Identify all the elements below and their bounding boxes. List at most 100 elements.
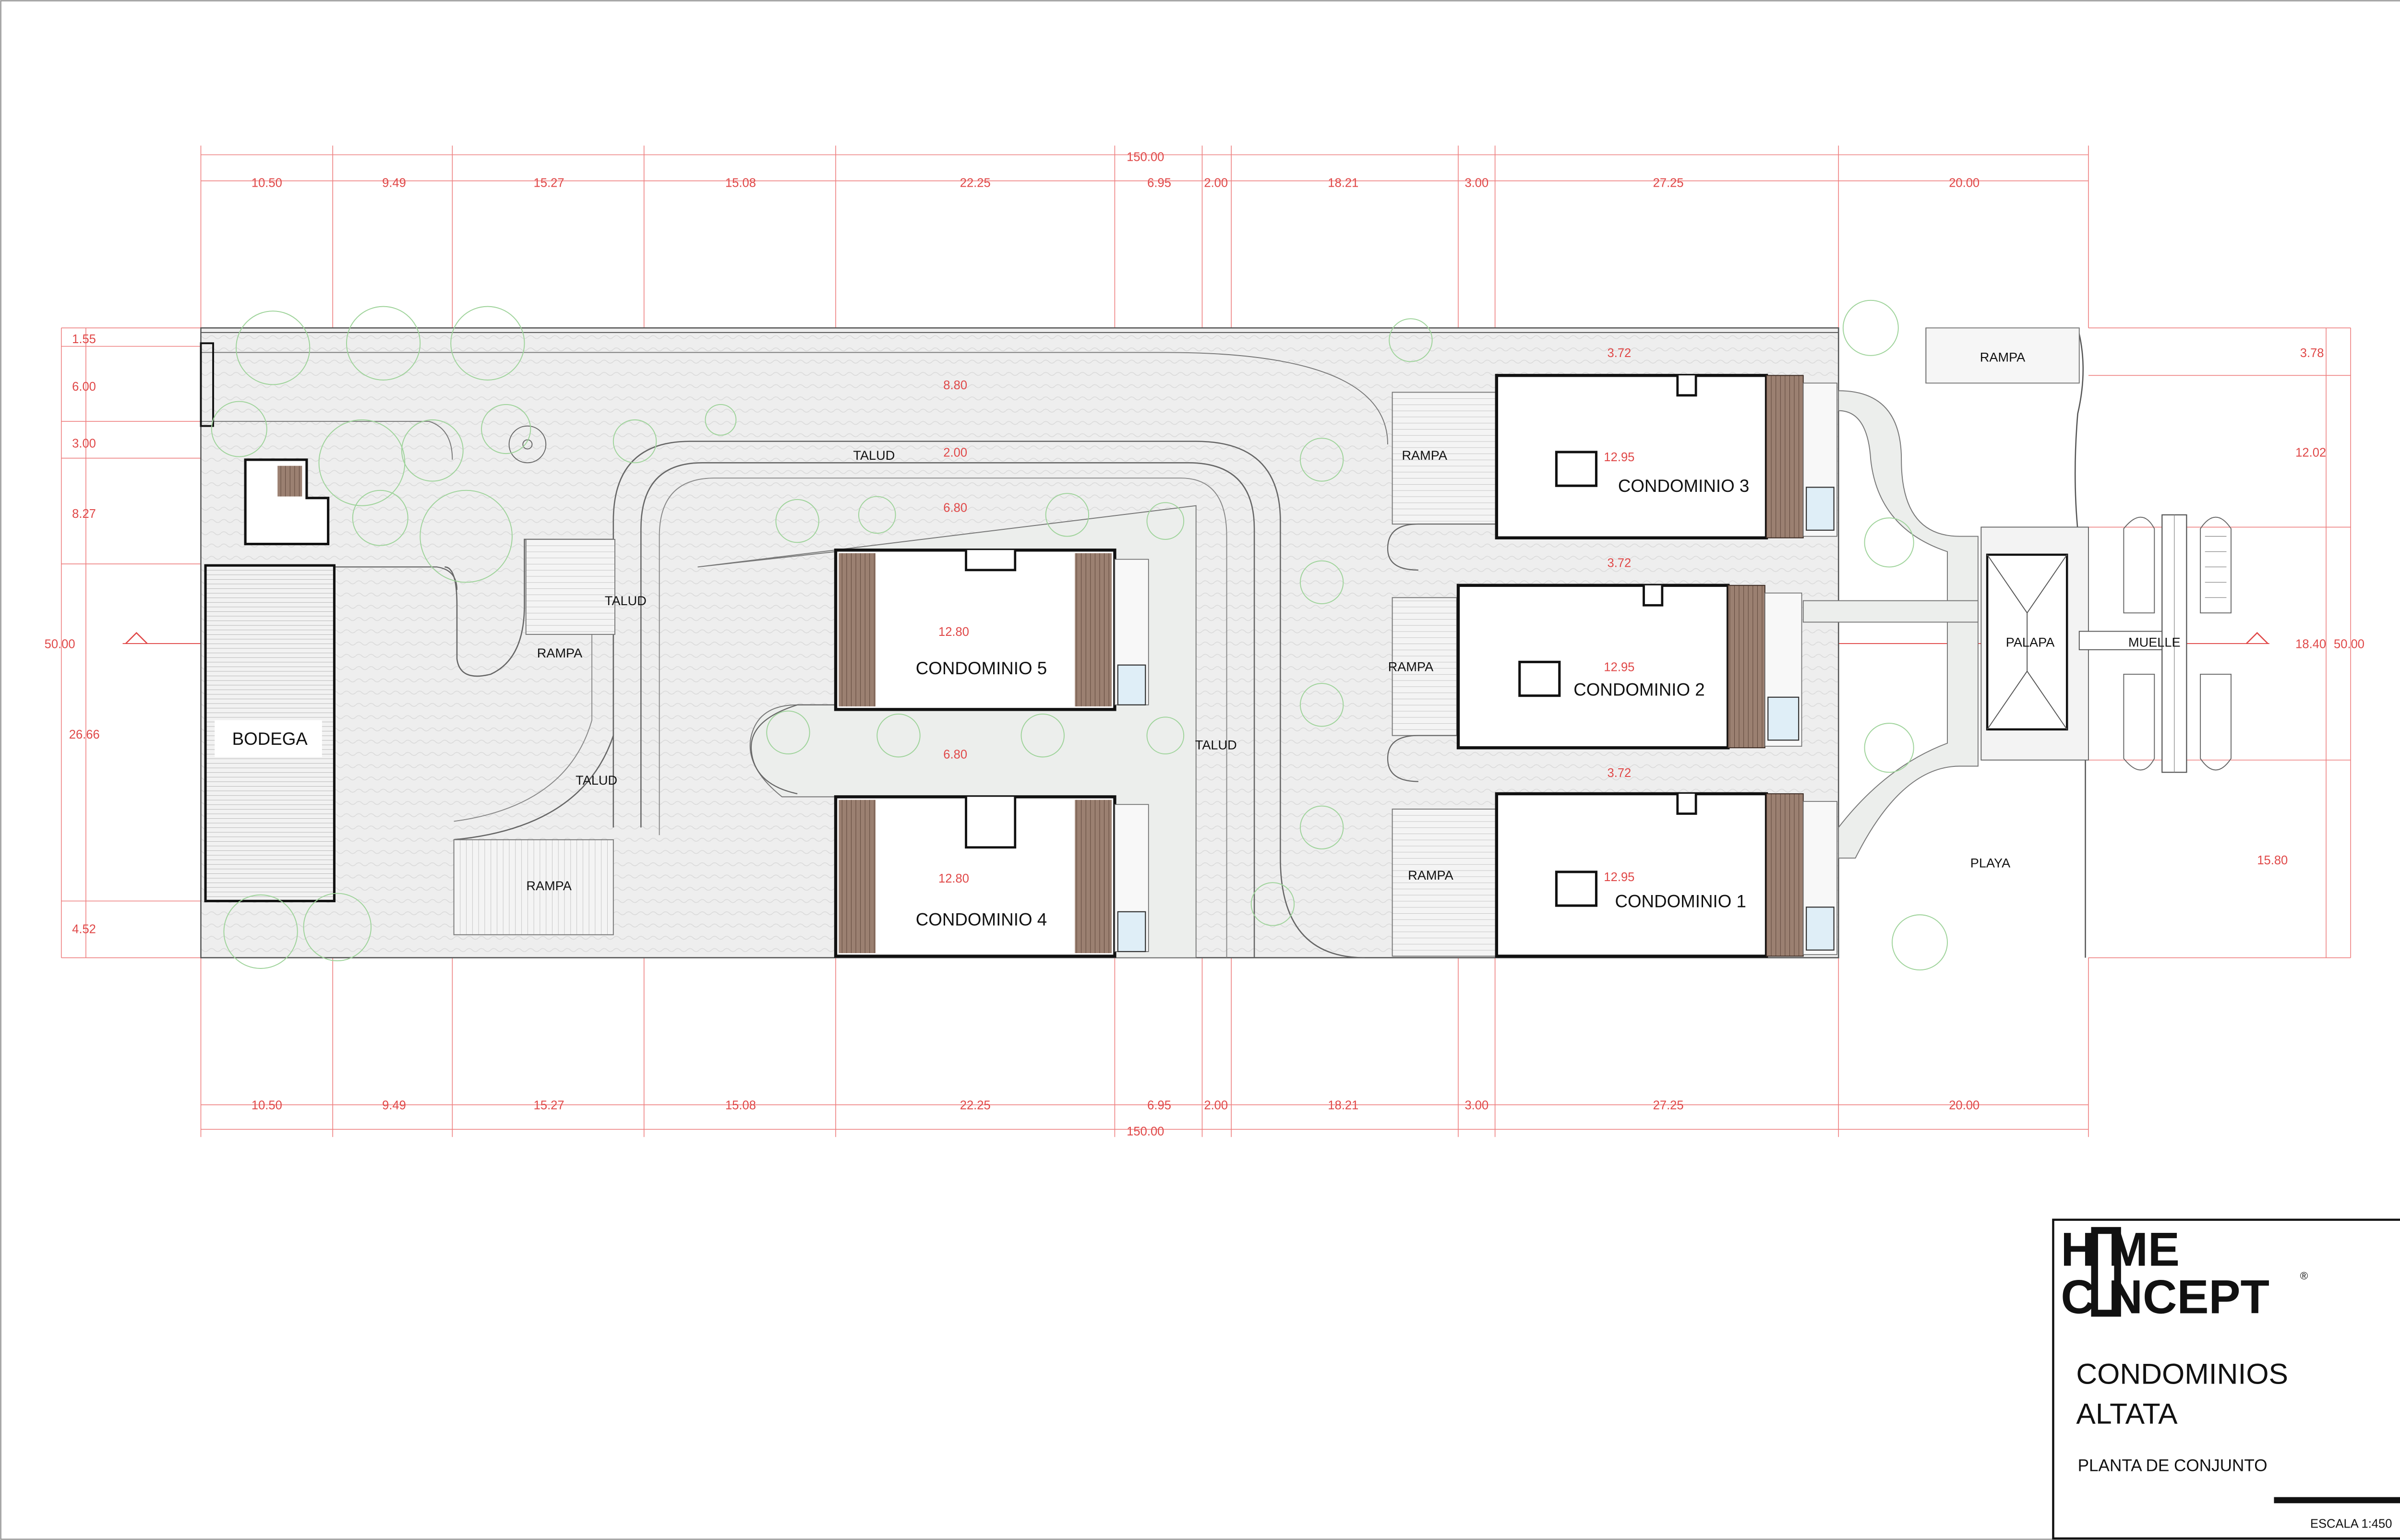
muelle (2078, 514, 2232, 773)
dim-bottom: 20.00 (1949, 1099, 1980, 1112)
tree-icon (1250, 882, 1295, 926)
scale-bar (2274, 1497, 2400, 1504)
registered-mark: ® (2300, 1270, 2308, 1282)
dim-left: 4.52 (72, 923, 96, 936)
tree-icon (858, 496, 896, 534)
rampa-label: RAMPA (1408, 868, 1453, 883)
tree-icon (766, 710, 810, 754)
dim-inner: 2.00 (943, 446, 967, 460)
palapa (1980, 526, 2089, 761)
dim-top: 3.00 (1464, 177, 1488, 190)
scale-label: ESCALA 1:450 (2310, 1517, 2392, 1530)
dim-top: 6.95 (1147, 177, 1171, 190)
tree-icon (1045, 493, 1090, 537)
dim-right: 50.00 (2334, 638, 2364, 651)
tree-icon (1020, 713, 1065, 758)
condo1-label: CONDOMINIO 1 (1615, 891, 1746, 911)
dim-right: 15.80 (2257, 854, 2288, 867)
dim-bottom: 3.00 (1464, 1099, 1488, 1112)
west-gate (200, 342, 214, 427)
tree-icon (1299, 560, 1344, 605)
dim-left: 50.00 (45, 638, 75, 651)
rampa-right-3 (1392, 808, 1497, 957)
dim-top: 22.25 (960, 177, 991, 190)
title-block: H ME C NCEPT ® CONDOMINIOS ALTATA PLANTA… (2052, 1218, 2400, 1540)
tree-icon (1299, 805, 1344, 849)
dim-bottom: 15.08 (725, 1099, 756, 1112)
talud-label: TALUD (576, 773, 617, 788)
dim-right: 12.02 (2295, 446, 2326, 460)
rampa-label: RAMPA (537, 645, 583, 660)
axis-marker-right (2246, 632, 2268, 644)
palapa-label: PALAPA (2006, 634, 2055, 649)
rampa-label: RAMPA (526, 878, 572, 893)
tree-icon (1146, 502, 1185, 540)
dim-top: 15.27 (534, 177, 564, 190)
axis-marker-left (125, 632, 148, 644)
logo-o-mark (2091, 1227, 2121, 1317)
rampa-right-2 (1392, 597, 1457, 736)
dim-top: 2.00 (1204, 177, 1228, 190)
condo4-dim: 12.80 (938, 872, 969, 885)
tree-icon (211, 401, 267, 457)
bodega: BODEGA (204, 564, 336, 903)
vegetation (211, 299, 1948, 971)
dim-top: 15.08 (725, 177, 756, 190)
tree-icon (420, 489, 513, 583)
condo2-dim: 12.95 (1604, 661, 1634, 674)
rampa-right-1 (1392, 392, 1497, 525)
dim-inner: 3.72 (1608, 556, 1632, 570)
tree-icon (612, 419, 657, 464)
dim-inner: 8.80 (943, 379, 967, 392)
tree-icon (450, 306, 525, 381)
dim-right: 18.40 (2295, 638, 2326, 651)
condo4-label: CONDOMINIO 4 (916, 910, 1047, 930)
dim-inner: 6.80 (943, 748, 967, 762)
dim-inner: 3.72 (1608, 766, 1632, 780)
bodega-label: BODEGA (232, 729, 308, 749)
tree-icon (1864, 723, 1914, 773)
condo2-label: CONDOMINIO 2 (1573, 680, 1704, 700)
tree-icon (318, 419, 406, 506)
dim-top: 9.49 (382, 177, 406, 190)
dim-bottom: 27.25 (1653, 1099, 1684, 1112)
dim-bottom: 15.27 (534, 1099, 564, 1112)
tree-icon (876, 713, 921, 758)
left-walkway (444, 538, 613, 677)
project-name-line-1: CONDOMINIOS (2076, 1357, 2288, 1390)
site: BODEGA (200, 299, 2232, 971)
dims-left: 1.55 6.00 3.00 8.27 50.00 26.66 4.52 (45, 333, 100, 936)
drawing-title: PLANTA DE CONJUNTO (2078, 1456, 2268, 1475)
tree-icon (235, 310, 311, 385)
dim-left: 8.27 (72, 507, 96, 521)
talud-label: TALUD (1195, 737, 1237, 752)
condo1-dim: 12.95 (1604, 871, 1634, 884)
condominio-2: 12.95 CONDOMINIO 2 (1456, 584, 1802, 750)
dim-bottom: 22.25 (960, 1099, 991, 1112)
tree-icon (1389, 318, 1433, 362)
dim-inner: 6.80 (943, 501, 967, 514)
condo5-label: CONDOMINIO 5 (916, 658, 1047, 678)
dims-right: 3.78 12.02 18.40 50.00 15.80 (2257, 346, 2364, 867)
overall-dim-top: 150.00 (1127, 150, 1164, 164)
tree-icon (775, 499, 819, 543)
top-right-ramp (1925, 327, 2080, 384)
talud-label: TALUD (853, 448, 895, 463)
tree-icon (303, 893, 372, 961)
boat-icon (2123, 516, 2155, 614)
home-concept-logo: H ME C NCEPT ® (2061, 1222, 2308, 1323)
dim-bottom: 9.49 (382, 1099, 406, 1112)
overall-dim-bottom: 150.00 (1127, 1125, 1164, 1138)
dim-bottom: 10.50 (252, 1099, 282, 1112)
tree-icon (705, 404, 737, 436)
dim-left: 1.55 (72, 333, 96, 346)
dim-top: 18.21 (1328, 177, 1358, 190)
tree-icon (352, 489, 408, 546)
dim-bottom: 2.00 (1204, 1099, 1228, 1112)
dim-top: 20.00 (1949, 177, 1980, 190)
tree-icon (1892, 914, 1948, 971)
tree-icon (481, 404, 531, 454)
dim-top: 27.25 (1653, 177, 1684, 190)
